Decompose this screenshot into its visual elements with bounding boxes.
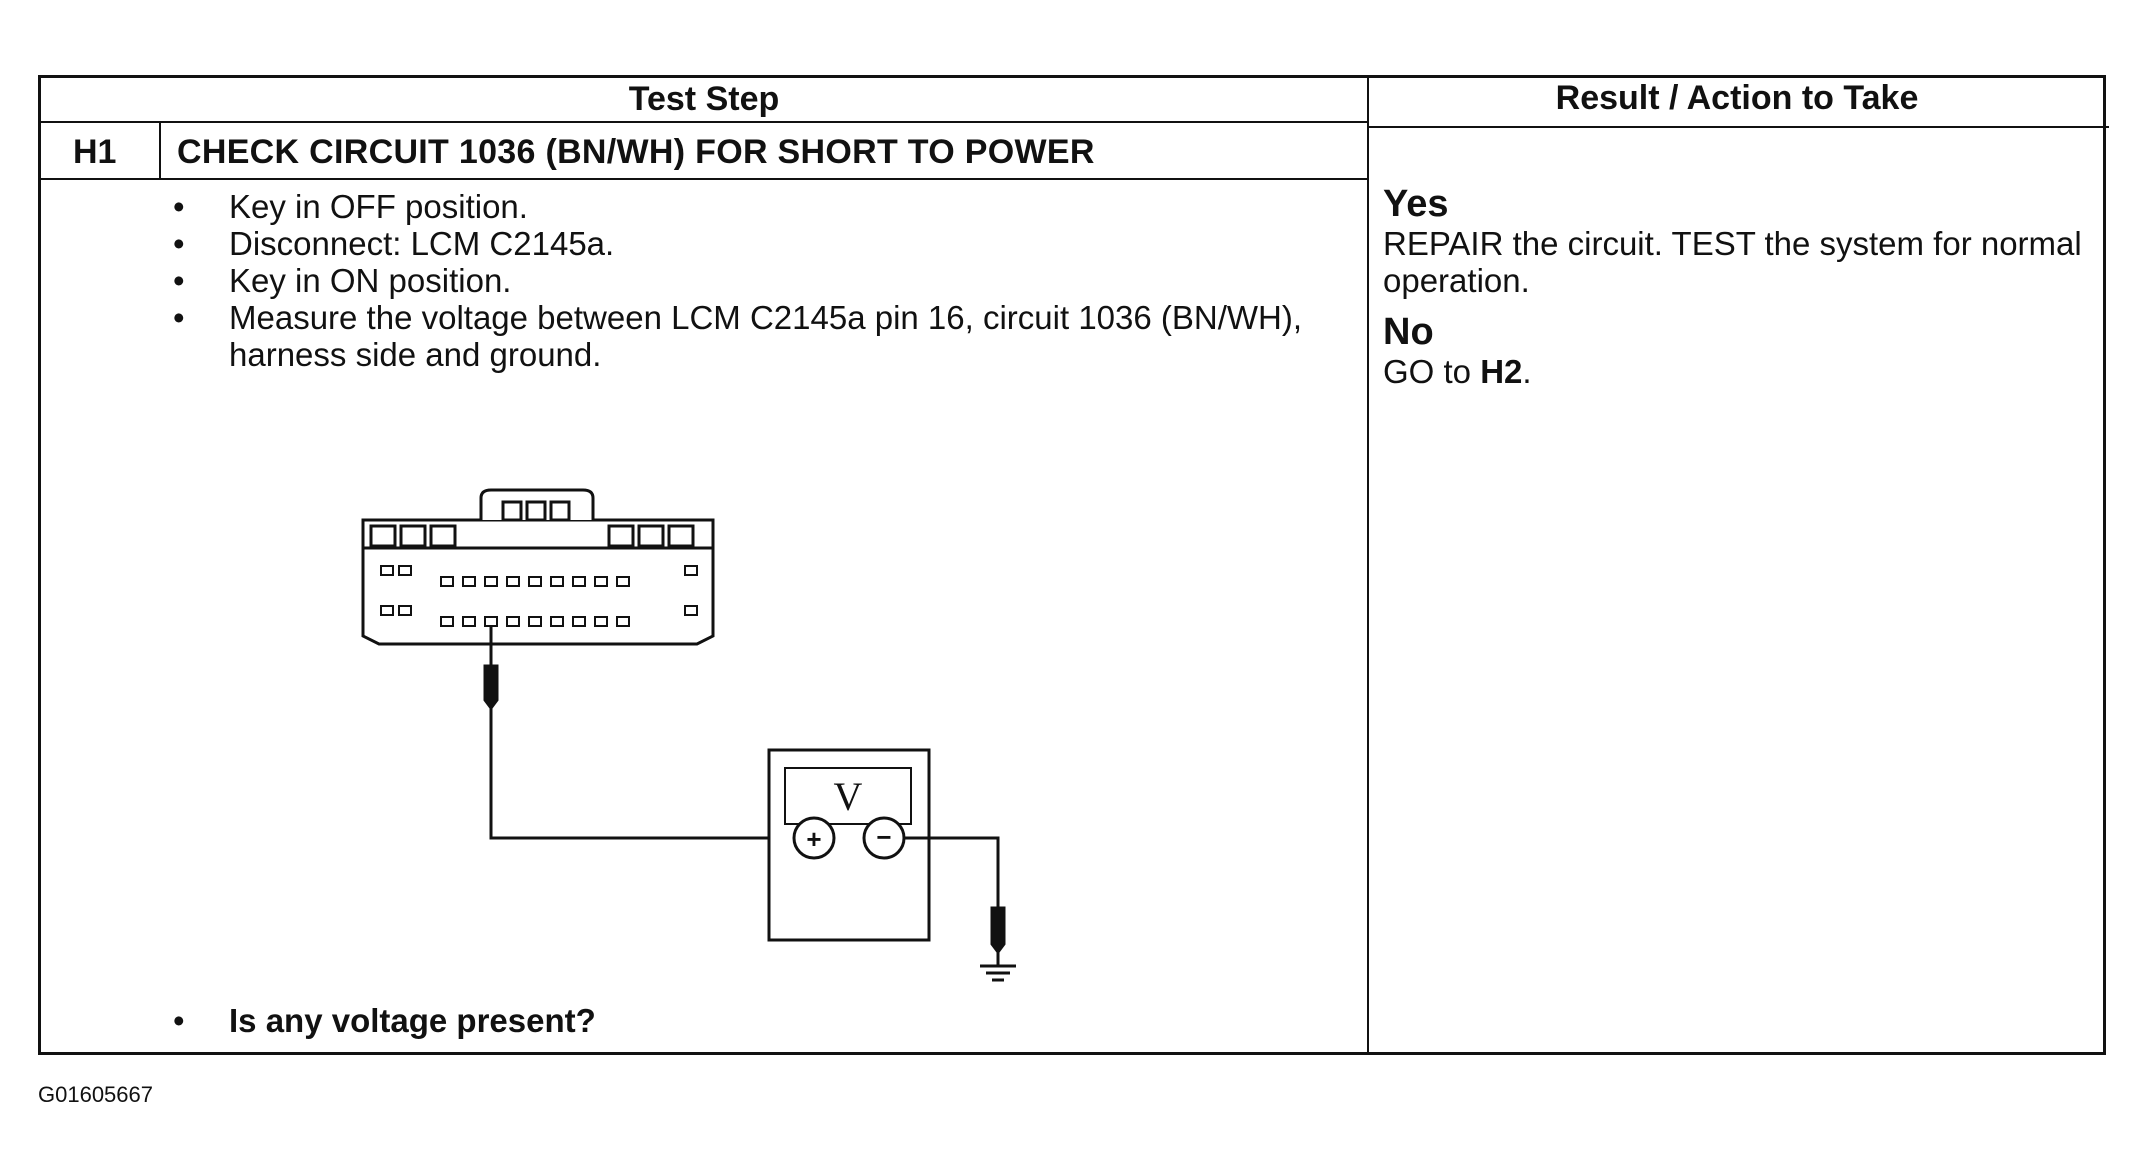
step-id-divider [159,123,161,179]
connector-body [361,518,715,646]
no-action-text: GO to H2. [1383,353,2103,390]
no-action-ref: H2 [1480,353,1523,390]
column-divider [1367,78,1369,1052]
procedure-item: Key in OFF position. [171,188,1331,225]
procedure-item: Disconnect: LCM C2145a. [171,225,1331,262]
connector-pins-row1 [380,565,698,587]
figure-id: G01605667 [38,1082,153,1107]
connector-latch [479,488,595,520]
step-row-divider [41,178,1367,180]
plus-symbol: + [806,824,821,854]
step-title: CHECK CIRCUIT 1036 (BN/WH) FOR SHORT TO … [177,133,1095,171]
question-text: Is any voltage present? [171,1001,596,1041]
voltmeter-diagram: V + − [361,488,1016,982]
step-id: H1 [73,133,117,171]
no-action-prefix: GO to [1383,353,1481,390]
yes-label: Yes [1383,183,1449,225]
yes-action-text: REPAIR the circuit. TEST the system for … [1383,225,2082,299]
procedure-item: Key in ON position. [171,262,1331,299]
voltmeter-symbol: V [834,774,863,819]
no-label: No [1383,311,1434,353]
result-column: Yes REPAIR the circuit. TEST the system … [1383,183,2103,390]
header-divider-right [1367,126,2109,128]
terminal-positive [792,816,836,860]
lead-positive [489,708,814,840]
minus-symbol: − [876,822,891,852]
probe-plus [483,664,499,711]
test-step-table: Test Step Result / Action to Take H1 CHE… [38,75,2109,1055]
header-result-action: Result / Action to Take [1555,79,1919,117]
no-action-suffix: . [1522,353,1532,390]
header-test-step: Test Step [628,80,780,118]
probe-minus [990,906,1006,955]
lead-negative [904,836,1000,908]
connector-pins-row2 [380,605,698,627]
voltmeter-display [784,767,912,825]
procedure-list: Key in OFF position. Disconnect: LCM C21… [171,188,1331,373]
header-divider-left [41,121,1367,123]
procedure-item: Measure the voltage between LCM C2145a p… [171,299,1331,373]
